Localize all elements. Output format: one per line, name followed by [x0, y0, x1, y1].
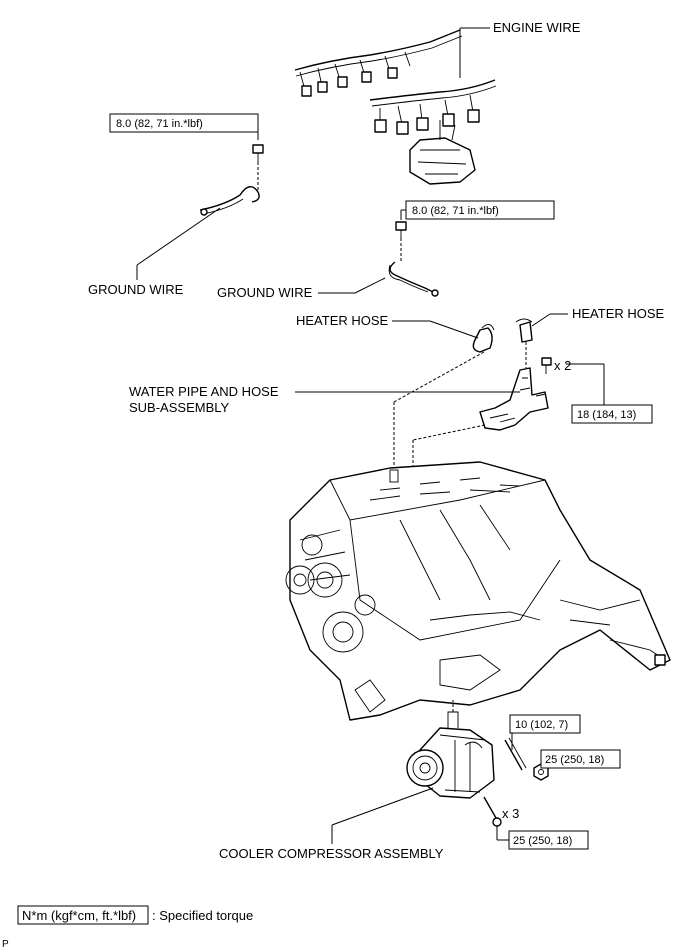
ground-wire-2-label: GROUND WIRE	[217, 285, 313, 300]
heater-hose-right-label: HEATER HOSE	[572, 306, 665, 321]
stud-bolt	[504, 737, 527, 771]
compressor-leader	[331, 787, 434, 826]
torque-box-stud	[509, 714, 581, 734]
torque-ground-bolt-1: 8.0 (82, 71 in.*lbf)	[116, 118, 203, 130]
torque-ground-bolt-2: 8.0 (82, 71 in.*lbf)	[412, 205, 499, 217]
compressor-bolt-qty: x 3	[502, 806, 519, 821]
torque-box-compressor-bolt	[508, 830, 589, 850]
engine-assembly	[285, 461, 671, 721]
water-pipe-label-line1: WATER PIPE AND HOSE	[129, 384, 279, 399]
heater-hose-left-label: HEATER HOSE	[296, 313, 389, 328]
engine-wire-harness	[294, 29, 497, 185]
legend-description: : Specified torque	[152, 908, 253, 923]
water-pipe-assembly	[479, 367, 549, 431]
legend-box	[17, 905, 149, 925]
water-pipe-bolt	[541, 357, 552, 374]
heater-hose-right	[515, 318, 533, 343]
torque-box-nut	[540, 749, 621, 769]
engine-wire-label: ENGINE WIRE	[493, 20, 581, 35]
corner-mark: P	[2, 939, 9, 950]
torque-stud: 10 (102, 7)	[515, 719, 568, 731]
torque-water-pipe-bolt: 18 (184, 13)	[577, 409, 636, 421]
compressor-label: COOLER COMPRESSOR ASSEMBLY	[219, 846, 444, 861]
ground-wire-1	[199, 186, 260, 216]
compressor-bolt	[483, 796, 502, 827]
ground-wire-1-label: GROUND WIRE	[88, 282, 184, 297]
legend-box-text: N*m (kgf*cm, ft.*lbf)	[22, 908, 136, 923]
water-pipe-label-line2: SUB-ASSEMBLY	[129, 400, 230, 415]
ground-bolt-1	[252, 144, 264, 162]
torque-box-water-pipe-bolt	[571, 404, 653, 424]
torque-compressor-bolt: 25 (250, 18)	[513, 835, 572, 847]
ground-bolt-2	[395, 221, 407, 238]
torque-nut: 25 (250, 18)	[545, 754, 604, 766]
heater-hose-left	[472, 324, 495, 353]
ground-wire-1-leader	[136, 207, 221, 266]
ground-wire-2	[388, 261, 439, 297]
water-pipe-bolt-qty: x 2	[554, 358, 571, 373]
cooler-compressor	[406, 711, 495, 799]
